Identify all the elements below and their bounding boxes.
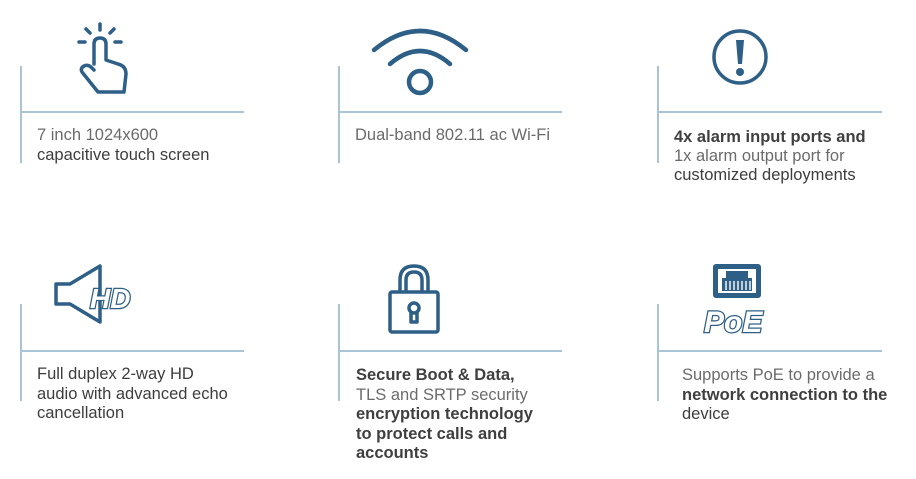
- feature-text-line: 4x alarm input ports and: [674, 128, 866, 146]
- feature-text-line: TLS and SRTP security: [356, 385, 528, 404]
- divider-horizontal: [20, 350, 244, 352]
- feature-text-line: Full duplex 2-way HD: [37, 365, 194, 383]
- poe-label: PoE: [704, 306, 763, 338]
- feature-text-line: accounts: [356, 444, 429, 462]
- divider-horizontal: [338, 111, 562, 113]
- touch-hand-icon: [77, 22, 128, 94]
- poe-port-icon: PoE: [703, 264, 765, 338]
- divider-vertical: [20, 66, 22, 163]
- divider-horizontal: [338, 350, 562, 352]
- feature-text-line: network connection to the: [682, 385, 888, 404]
- divider-vertical: [657, 304, 659, 401]
- feature-text-line: audio with advanced echo: [37, 384, 228, 403]
- feature-text-line: device: [682, 405, 730, 423]
- feature-text-line: capacitive touch screen: [37, 145, 210, 164]
- feature-text-line: Supports PoE to provide a: [682, 366, 875, 384]
- divider-horizontal: [657, 111, 882, 113]
- feature-text-line: 1x alarm output port for: [674, 147, 845, 165]
- feature-text-line: to protect calls and: [356, 424, 508, 443]
- alarm-exclamation-icon: [712, 29, 768, 85]
- feature-text-line: cancellation: [37, 404, 125, 422]
- divider-vertical: [20, 304, 22, 401]
- feature-text-line: Dual-band 802.11 ac Wi-Fi: [355, 126, 551, 144]
- hd-speaker-icon: HD: [54, 264, 132, 324]
- wifi-icon: [371, 28, 469, 96]
- feature-text-line: customized deployments: [674, 166, 856, 184]
- padlock-icon: [388, 264, 440, 334]
- divider-vertical: [657, 66, 659, 163]
- feature-text-line: encryption technology: [356, 405, 533, 423]
- divider-vertical: [338, 304, 340, 401]
- divider-vertical: [338, 66, 340, 163]
- hd-label: HD: [90, 283, 130, 314]
- feature-text-line: Secure Boot & Data,: [356, 366, 515, 384]
- divider-horizontal: [20, 111, 244, 113]
- divider-horizontal: [657, 350, 882, 352]
- feature-text-line: 7 inch 1024x600: [37, 126, 159, 144]
